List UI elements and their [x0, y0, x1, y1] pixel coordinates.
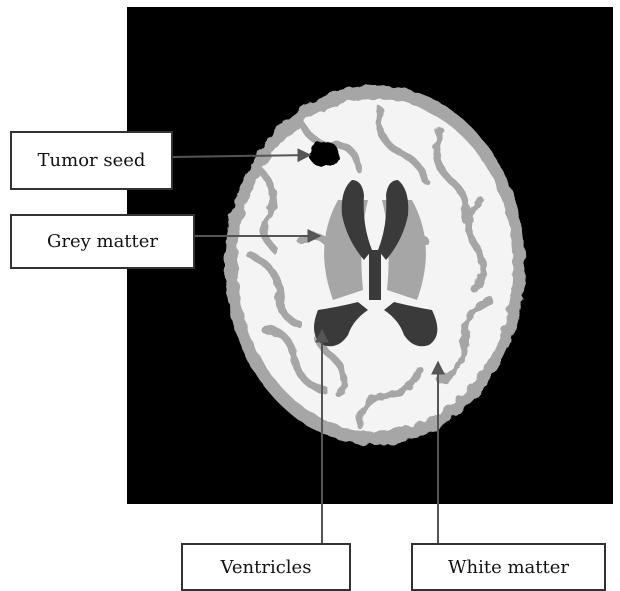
white-matter-label-text: White matter	[448, 557, 569, 578]
ventricles-label: Ventricles	[181, 543, 351, 591]
grey-matter-label: Grey matter	[10, 214, 195, 269]
tumor-seed-label-text: Tumor seed	[38, 150, 146, 171]
tumor-seed-label: Tumor seed	[10, 131, 173, 190]
ventricle-third	[369, 250, 381, 300]
grey-matter-label-text: Grey matter	[47, 231, 158, 252]
ventricles-label-text: Ventricles	[221, 557, 312, 578]
tumor-seed-region	[309, 141, 339, 167]
white-matter-label: White matter	[411, 543, 606, 591]
